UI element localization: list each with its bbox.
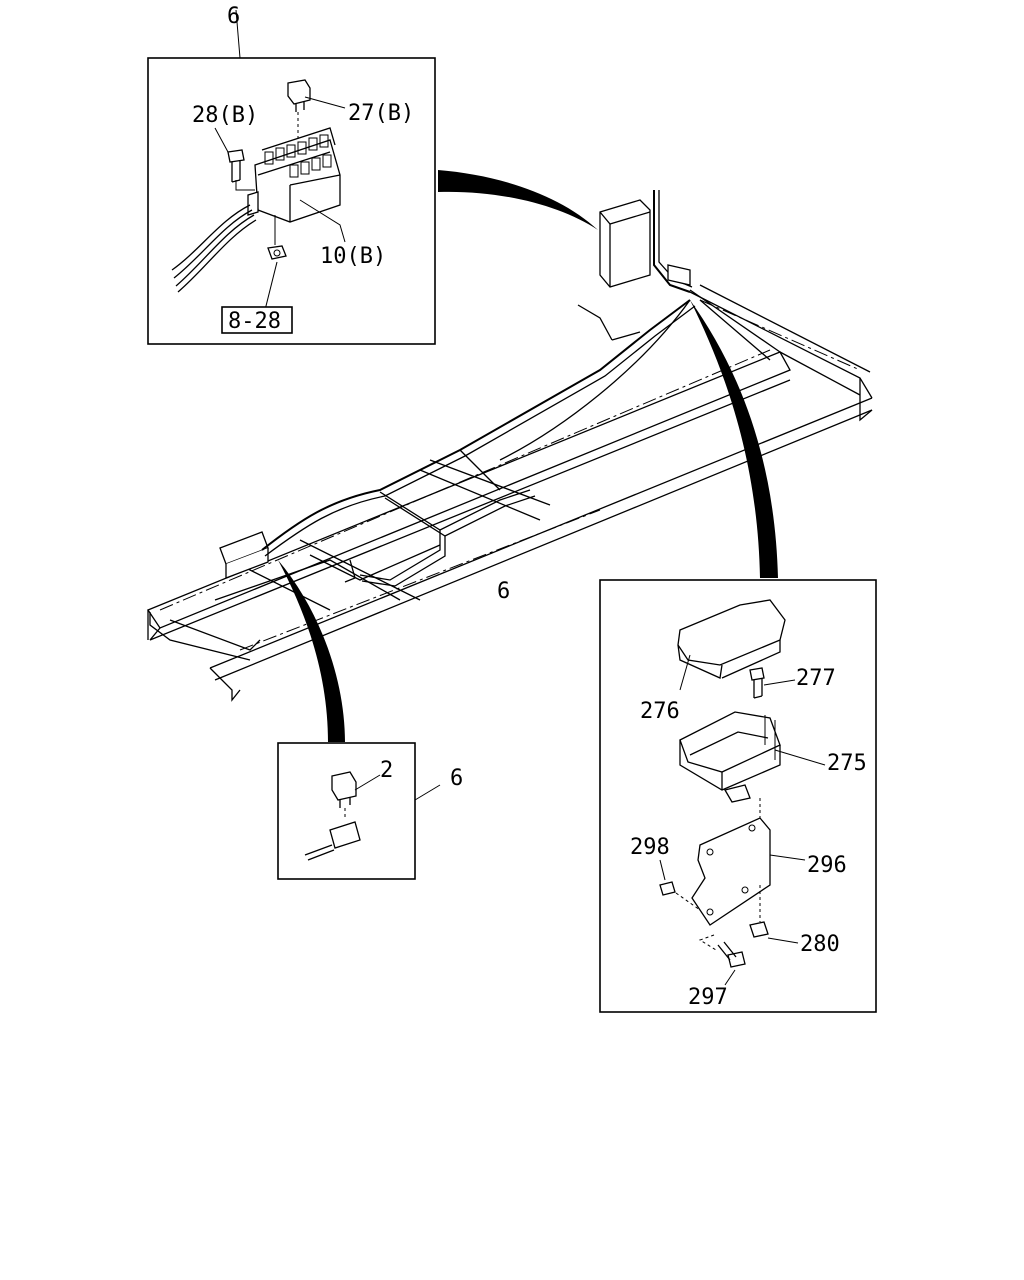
- callout-276: 276: [640, 699, 680, 724]
- control-unit-rear: [599, 190, 693, 293]
- leader-arc-left: [278, 560, 345, 742]
- callout-298: 298: [630, 835, 670, 860]
- leader-arc-top: [438, 170, 598, 230]
- main-wiring-harness: [261, 299, 696, 587]
- inset-fuse-2: [277, 742, 441, 880]
- fuse-2-part: [331, 771, 357, 820]
- callout-2: 2: [380, 758, 393, 783]
- callout-27b: 27(B): [348, 101, 414, 126]
- callout-8-28: 8-28: [228, 309, 281, 334]
- fuse-box-10b-part: [247, 127, 341, 223]
- callout-28b: 28(B): [192, 103, 258, 128]
- callout-6-top: 6: [227, 4, 240, 29]
- callout-296: 296: [807, 853, 847, 878]
- inset-fuse-box: [147, 9, 436, 345]
- callout-297: 297: [688, 985, 728, 1010]
- leader-arc-right: [690, 300, 778, 578]
- callout-275: 275: [827, 751, 867, 776]
- ref-box-8-28: [221, 306, 293, 334]
- cover-276-part: [677, 599, 786, 679]
- callout-6-main: 6: [497, 579, 510, 604]
- bolt-277-part: [749, 667, 765, 699]
- case-275-part: [679, 711, 781, 803]
- callout-10b: 10(B): [320, 244, 386, 269]
- bolt-28b-part: [227, 149, 255, 191]
- callout-280: 280: [800, 932, 840, 957]
- callout-6-small: 6: [450, 766, 463, 791]
- callout-277: 277: [796, 666, 836, 691]
- bracket-296-part: [691, 817, 771, 926]
- chassis-frame: [147, 284, 873, 702]
- inset-control-case: [599, 579, 877, 1013]
